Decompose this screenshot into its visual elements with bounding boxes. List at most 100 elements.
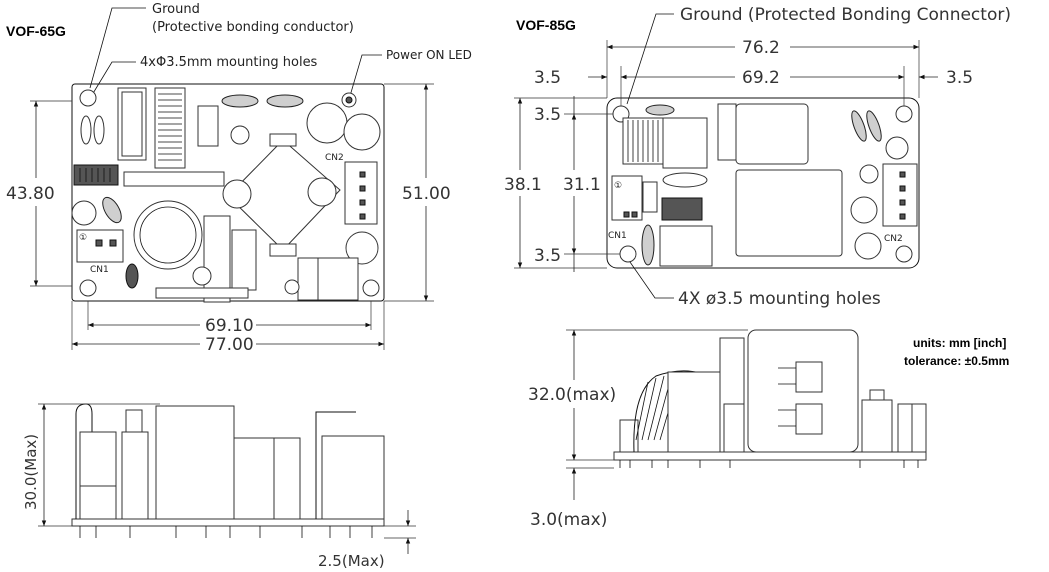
vof65g-output-cap-2 (343, 113, 381, 151)
vof85g-resistor-1 (645, 104, 675, 116)
vof85g-cn1-label: CN1 (608, 231, 627, 241)
vof65g-ground-leader (89, 7, 146, 89)
vof65g-cn2-pin-4 (359, 213, 366, 220)
vof65g-side-transformer (155, 405, 235, 520)
vof65g-side-pins (79, 526, 373, 538)
vof85g-side-ic-1 (795, 361, 823, 393)
vof65g-dim-side-height: 30.0(Max) (22, 434, 40, 510)
vof65g-dim-height-outer: 51.00 (402, 184, 451, 204)
vof65g-thermistor (71, 200, 97, 226)
vof65g-output-cap-1 (306, 102, 348, 144)
vof85g-side-cap (723, 403, 745, 453)
vof85g-mount-hole-bl (619, 245, 637, 263)
vof85g-dim-margin-bottom: 3.5 (534, 246, 561, 266)
vof85g-dim-width-inner: 69.2 (742, 68, 780, 88)
vof65g-common-mode-choke (154, 87, 186, 169)
vof85g-side-small-1 (619, 419, 639, 453)
vof85g-side-output-cap (861, 399, 893, 453)
vof65g-cn2-pin-1 (359, 171, 366, 178)
vof65g-mount-hole-tl (79, 89, 97, 107)
vof65g-bulk-cap (133, 200, 203, 270)
vof85g-cn1-pin-1 (623, 211, 630, 218)
vof85g-cn2-pin-2 (899, 185, 906, 192)
vof85g-side-pcb (613, 451, 927, 461)
vof85g-dim-side-pin: 3.0(max) (530, 510, 607, 530)
vof65g-model-label: VOF-65G (6, 23, 66, 39)
vof85g-resistor-2 (662, 172, 708, 188)
vof85g-side-ic-leads (778, 367, 796, 427)
vof85g-ground-label: Ground (Protected Bonding Connector) (680, 5, 1011, 25)
vof65g-output-choke-pin (284, 279, 300, 295)
vof65g-cn1-label: CN1 (90, 265, 109, 275)
vof85g-mount-hole-br (895, 245, 913, 263)
vof65g-varistor-2 (93, 115, 105, 145)
vof85g-pcb-outline (606, 97, 920, 269)
vof65g-side-connector (79, 485, 117, 520)
vof65g-mount-hole-bl (79, 279, 97, 297)
vof85g-dim-height-outer: 38.1 (504, 175, 542, 195)
vof65g-ground-label-line2: (Protective bonding conductor) (152, 20, 354, 35)
vof85g-side-choke (667, 371, 721, 453)
vof65g-side-view: 30.0(Max) 2.5(Max) (22, 403, 416, 570)
vof85g-cn2-pin-3 (899, 199, 906, 206)
vof65g-bulk-cap-ring (139, 206, 197, 264)
vof65g-resistor-1 (221, 94, 259, 108)
vof85g-varistor-1 (851, 110, 867, 142)
vof85g-y-cap (641, 224, 655, 266)
vof85g-side-pins (619, 460, 919, 468)
vof65g-cn2-pin-2 (359, 185, 366, 192)
vof65g-led-leader (349, 54, 382, 97)
vof65g-led-label: Power ON LED (386, 48, 472, 62)
vof65g-heatsink-fins (79, 168, 111, 182)
vof65g-heatsink-strip (73, 164, 119, 186)
vof85g-choke-winding (627, 120, 659, 162)
vof85g-cn2-pin-4 (899, 213, 906, 220)
vof85g-output-cap-1 (850, 196, 878, 224)
vof65g-mount-hole-br (362, 279, 380, 297)
vof65g-output-choke-body (317, 257, 359, 301)
vof85g-holes-label: 4X ø3.5 mounting holes (678, 289, 881, 309)
vof85g-side-cn2 (897, 403, 913, 453)
vof65g-cn1-pin-1 (95, 239, 103, 247)
vof65g-led-core (345, 96, 353, 104)
vof65g-dim-width-outer: 77.00 (205, 335, 254, 355)
vof65g-coupler (222, 179, 252, 209)
vof85g-dim-margin-right: 3.5 (946, 68, 973, 88)
vof85g-mosfet (659, 225, 713, 267)
vof85g-cn1-pin1-mark: ① (614, 181, 622, 191)
vof65g-choke-winding (158, 93, 182, 161)
vof85g-led (859, 164, 879, 184)
vof65g-transformer-pin-top (269, 133, 297, 147)
vof65g-mosfet (231, 229, 257, 291)
vof65g-dim-side-pin: 2.5(Max) (318, 552, 385, 570)
vof65g-bridge-bar (123, 171, 225, 187)
vof65g-varistor-1 (80, 115, 92, 145)
vof85g-holes-leader (629, 261, 674, 299)
vof85g-varistor-2 (866, 110, 882, 142)
vof65g-bottom-bar (155, 287, 249, 299)
vof65g-small-cap-2 (192, 266, 212, 286)
vof85g-x-cap (662, 117, 708, 169)
vof85g-side-view: 32.0(max) 3.0(max) (528, 329, 927, 530)
vof65g-side-cap-top (125, 409, 143, 433)
vof65g-side-choke (273, 437, 301, 520)
vof85g-fuse (717, 103, 737, 161)
vof85g-dim-side-height: 32.0(max) (528, 385, 616, 405)
vof65g-transformer-pin-bottom (269, 243, 297, 257)
vof65g-small-cap (230, 125, 250, 145)
vof85g-dim-margin-top: 3.5 (534, 105, 561, 125)
vof85g-side-led (869, 389, 885, 401)
vof65g-top-view: VOF-65G Ground (Protective bonding condu… (6, 2, 472, 355)
vof65g-y-cap (125, 263, 139, 289)
vof85g-cn1-pin-2 (631, 211, 638, 218)
vof85g-heatsink (661, 197, 703, 221)
vof65g-side-pcb (71, 518, 385, 527)
vof65g-x-capacitor (197, 105, 219, 147)
vof85g-diode (642, 181, 658, 213)
vof85g-model-label: VOF-85G (516, 17, 576, 33)
vof85g-cn2-pin-1 (899, 171, 906, 178)
vof65g-fuse (121, 91, 143, 157)
vof65g-diode (102, 196, 122, 224)
vof85g-side-ic-2 (795, 403, 823, 435)
